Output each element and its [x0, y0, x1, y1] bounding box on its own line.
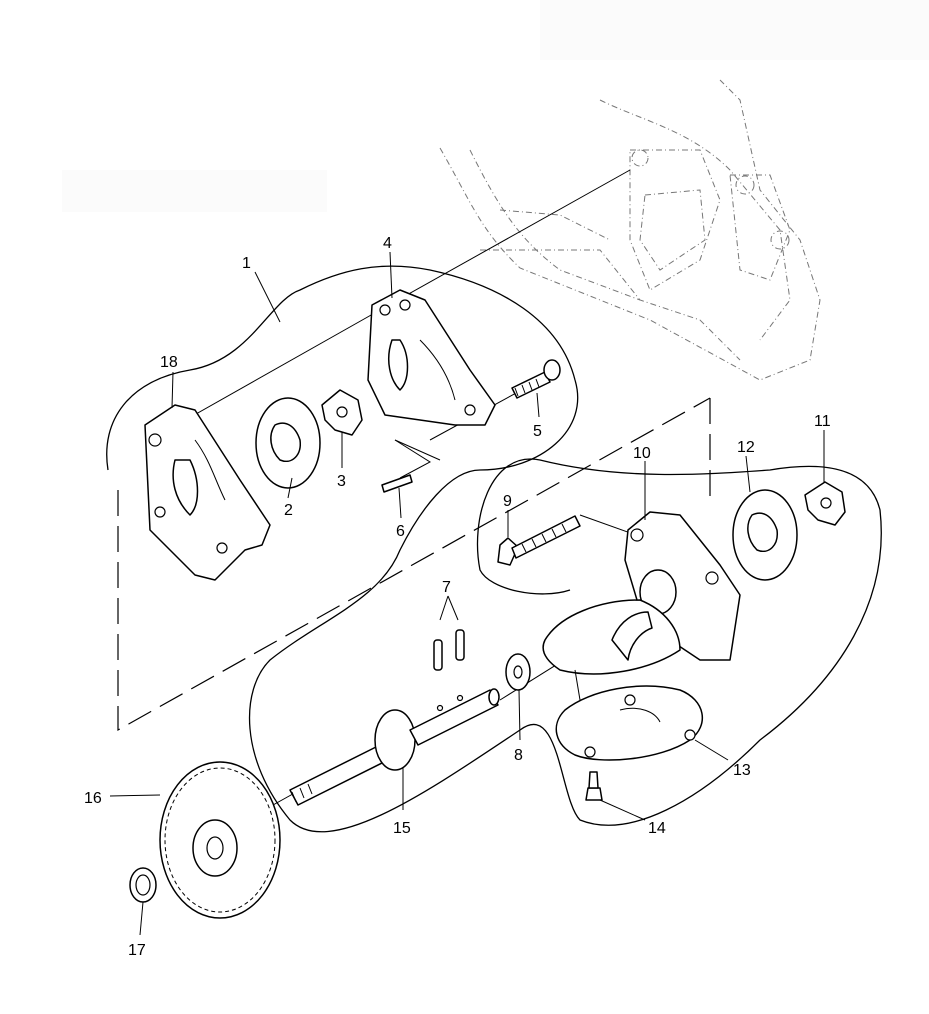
- callout-12: 12: [737, 439, 755, 456]
- part-17-washer: [129, 867, 157, 903]
- blank-label-box-top: [540, 0, 929, 60]
- callout-leaders: [109, 251, 825, 936]
- part-14-small-bolt: [585, 771, 603, 801]
- part-9-long-bolt: [497, 515, 581, 566]
- callout-16: 16: [84, 790, 102, 807]
- callout-5: 5: [533, 423, 542, 440]
- callout-3: 3: [337, 473, 346, 490]
- part-2-outer-rotor: [255, 397, 321, 489]
- part-4-pump-plate: [367, 289, 496, 426]
- callout-15: 15: [393, 820, 411, 837]
- callout-11: 11: [814, 413, 831, 430]
- part-6-pin: [381, 439, 431, 493]
- callout-9: 9: [503, 493, 512, 510]
- callout-17: 17: [128, 942, 146, 959]
- part-3-inner-rotor: [321, 389, 363, 436]
- part-15-shaft: [289, 688, 500, 806]
- group-1-outline: [106, 265, 882, 833]
- blank-label-box-left: [62, 170, 327, 212]
- part-8-washer: [505, 653, 531, 691]
- callout-labels: 1 2 3 4 5 6 7 8 9 10 11 12 13 14 15 16 1…: [84, 235, 831, 959]
- callout-6: 6: [396, 523, 405, 540]
- callout-4: 4: [383, 235, 392, 252]
- part-5-bolt: [511, 359, 561, 399]
- callout-7: 7: [442, 579, 451, 596]
- callout-13: 13: [733, 762, 751, 779]
- part-12-outer-rotor: [732, 489, 798, 581]
- callout-1: 1: [242, 255, 251, 272]
- part-11-inner-rotor: [804, 481, 846, 526]
- callout-18: 18: [160, 354, 178, 371]
- part-13-strainer-plate: [555, 685, 704, 761]
- assembly-dashed-outline: [117, 397, 711, 732]
- part-7-pins: [433, 629, 465, 671]
- callout-10: 10: [633, 445, 651, 462]
- engine-block-outline: [439, 79, 821, 381]
- callout-14: 14: [648, 820, 666, 837]
- callout-2: 2: [284, 502, 293, 519]
- part-16-gear: [159, 761, 281, 919]
- part-18-pump-plate: [144, 404, 271, 581]
- callout-8: 8: [514, 747, 523, 764]
- strainer-housing: [542, 599, 681, 711]
